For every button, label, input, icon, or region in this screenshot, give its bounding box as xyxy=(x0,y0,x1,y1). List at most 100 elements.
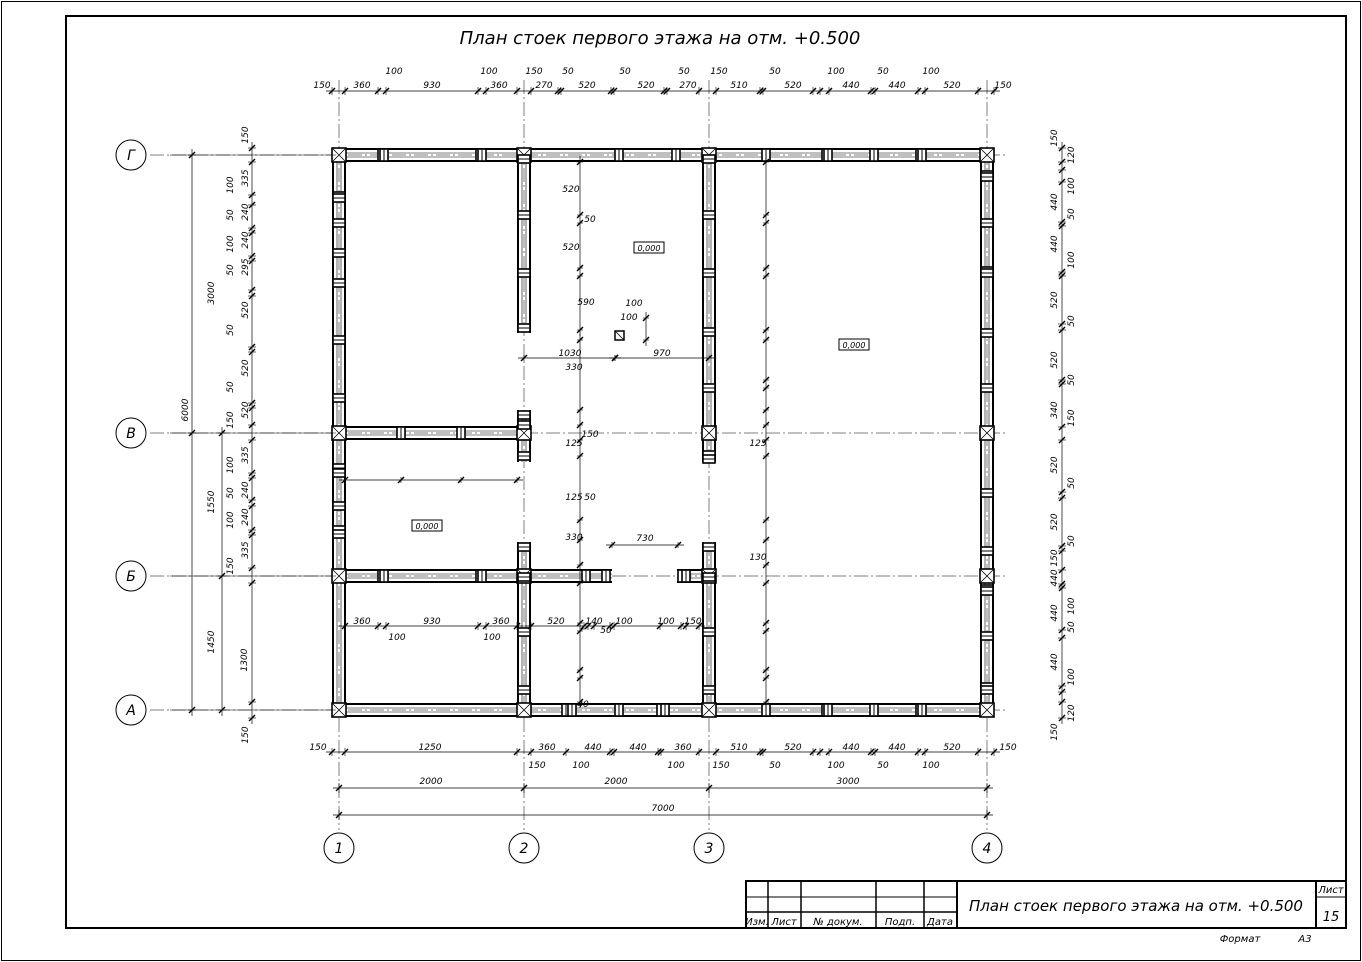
dim-tick xyxy=(328,748,336,756)
dim-tick xyxy=(335,811,343,819)
dim-top-11: 520 xyxy=(637,81,654,91)
dim-tick xyxy=(513,748,521,756)
dim-right-10: 50 xyxy=(1067,374,1077,386)
post-cross xyxy=(701,425,717,441)
dim-left-5: 240 xyxy=(241,231,251,248)
post-cross xyxy=(979,568,995,584)
dim-top-2: 100 xyxy=(385,67,402,77)
dim-right-8: 50 xyxy=(1067,315,1077,327)
dim-tick xyxy=(248,436,256,444)
dim-inner-11: 100 xyxy=(388,633,405,643)
dim-left-16: 100 xyxy=(226,456,236,473)
dim-tick xyxy=(762,421,770,429)
dim-right-22: 440 xyxy=(1050,653,1060,670)
title-block: Изм. Лист № докум. Подп. Дата План стоек… xyxy=(745,880,1347,929)
dim-left-15: 335 xyxy=(241,446,251,463)
dim-left-3: 240 xyxy=(241,203,251,220)
dim-right-14: 50 xyxy=(1067,477,1077,489)
dim-right-24: 120 xyxy=(1067,704,1077,721)
dim-tick xyxy=(457,476,465,484)
dim-tick xyxy=(341,87,349,95)
dim-tick xyxy=(248,502,256,510)
axis-label-row-v: В xyxy=(126,426,136,442)
dim-tick xyxy=(762,666,770,674)
dim-bottom-sub-5: 100 xyxy=(827,761,844,771)
dim-inner-5: 520 xyxy=(562,185,579,195)
dim-tick xyxy=(762,384,770,392)
dim-tick xyxy=(1058,698,1066,706)
dim-bottom-6: 510 xyxy=(730,743,747,753)
dim-tick xyxy=(474,622,482,630)
dim-bottom-sub-3: 150 xyxy=(712,761,729,771)
dim-top-3: 930 xyxy=(423,81,440,91)
dim-tick xyxy=(527,748,535,756)
dim-tick xyxy=(374,622,382,630)
dim-bottom-7: 520 xyxy=(784,743,801,753)
axis-label-row-g: Г xyxy=(127,148,136,164)
dim-inner-14: 140 xyxy=(585,617,602,627)
dim-left-19: 240 xyxy=(241,508,251,525)
dim-tick xyxy=(576,272,584,280)
level-mark-room1: 0,000 xyxy=(633,241,665,254)
level-text-room1: 0,000 xyxy=(638,244,661,253)
dim-tick xyxy=(1058,682,1066,690)
stamp-header-izm: Изм. xyxy=(745,917,769,928)
dim-tick xyxy=(990,748,998,756)
dim-tick xyxy=(1058,158,1066,166)
dim-tick xyxy=(759,748,767,756)
dim-bottom-9: 440 xyxy=(888,743,905,753)
dim-top-18: 100 xyxy=(827,67,844,77)
dim-tick xyxy=(248,421,256,429)
dim-tick xyxy=(712,748,720,756)
dim-bottom-sub-2: 100 xyxy=(667,761,684,771)
dim-tick xyxy=(611,354,619,362)
dim-right-1: 120 xyxy=(1067,146,1077,163)
axis-bubble-row-g: Г xyxy=(115,139,147,171)
dim-bottom-sub-1: 100 xyxy=(572,761,589,771)
dim-tick xyxy=(642,336,650,344)
dim-bottom-sub-6: 50 xyxy=(877,761,889,771)
dim-tick xyxy=(584,622,592,630)
dim-tick xyxy=(809,748,817,756)
dim-top-1: 360 xyxy=(353,81,370,91)
dim-inner-23: 150 xyxy=(581,430,598,440)
dim-tick xyxy=(654,748,662,756)
dim-tick xyxy=(759,87,767,95)
dim-tick xyxy=(248,348,256,356)
dim-tick xyxy=(756,87,764,95)
dim-tick xyxy=(825,87,833,95)
dim-tick xyxy=(576,436,584,444)
dim-tick xyxy=(705,784,713,792)
dim-tick xyxy=(527,87,535,95)
dim-tick xyxy=(825,748,833,756)
dim-tick xyxy=(809,87,817,95)
level-mark-room3: 0,000 xyxy=(411,519,443,532)
dim-tick xyxy=(248,714,256,722)
dim-tick xyxy=(712,87,720,95)
dim-bottom-11: 150 xyxy=(999,743,1016,753)
dim-inner-22: 330 xyxy=(565,363,582,373)
dim-tick xyxy=(762,516,770,524)
dim-right-20: 440 xyxy=(1050,604,1060,621)
dim-top-7: 270 xyxy=(535,81,552,91)
dim-tick xyxy=(248,579,256,587)
dim-tick xyxy=(762,627,770,635)
dim-tick xyxy=(867,87,875,95)
dim-top-14: 150 xyxy=(710,67,727,77)
dim-tick xyxy=(762,272,770,280)
dim-left-9: 520 xyxy=(241,301,251,318)
post-cross xyxy=(701,702,717,718)
dim-inner-17: 100 xyxy=(657,617,674,627)
dim-right-11: 340 xyxy=(1050,401,1060,418)
dim-top-6: 150 xyxy=(525,67,542,77)
dim-tick xyxy=(248,224,256,232)
dim-tick xyxy=(576,211,584,219)
drawing-title: План стоек первого этажа на отм. +0.500 xyxy=(460,28,861,49)
dim-tick xyxy=(1058,634,1066,642)
dim-left-10: 50 xyxy=(226,324,236,336)
dim-tick xyxy=(1058,144,1066,152)
dim-tick xyxy=(1058,376,1066,384)
dim-left-outer-0: 3000 xyxy=(207,281,217,304)
dim-right-12: 150 xyxy=(1067,409,1077,426)
dim-inner-6: 520 xyxy=(562,243,579,253)
